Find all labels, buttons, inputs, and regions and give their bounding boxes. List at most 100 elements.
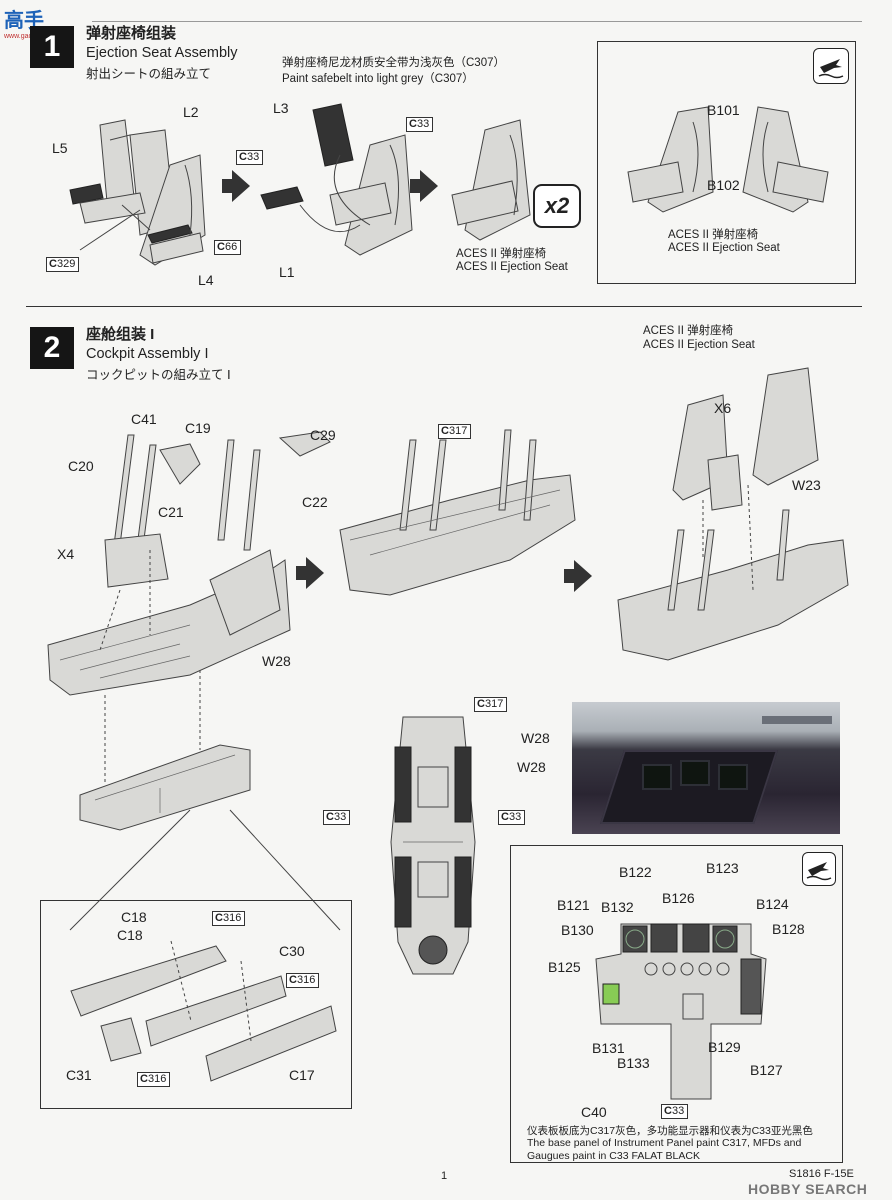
part-C21: C21 xyxy=(158,504,184,520)
step-2-title-cn: 座舱组装 I xyxy=(86,326,155,343)
step-2-title-jp: コックピットの組み立て Ⅰ xyxy=(86,368,231,382)
cockpit-exploded-drawing xyxy=(47,431,331,831)
step-1-title-cn: 弹射座椅组装 xyxy=(86,25,177,42)
cockpit-top-view-drawing xyxy=(390,716,476,975)
part-C20: C20 xyxy=(68,458,94,474)
color-c317-middle: C317 xyxy=(438,424,472,439)
seat-with-belts-drawing xyxy=(260,103,413,256)
panel-reference-icon xyxy=(802,852,836,886)
step-1-title: 弹射座椅组装 Ejection Seat Assembly 射出シートの組み立て xyxy=(86,22,238,82)
cockpit-reference-photo xyxy=(572,702,840,834)
color-c329: C329 xyxy=(46,257,80,272)
part-C17: C17 xyxy=(289,1067,315,1083)
seat-reference-inset: B101 B102 ACES II 弹射座椅 ACES II Ejection … xyxy=(597,41,856,284)
panel-note-cn: 仪表板板底为C317灰色，多功能显示器和仪表为C33亚光黑色 xyxy=(527,1125,813,1137)
seat-exploded-drawing xyxy=(69,119,206,266)
inset-seat-en: ACES II Ejection Seat xyxy=(668,242,780,254)
color-c33-step1-left: C33 xyxy=(236,150,264,165)
result-seat-en: ACES II Ejection Seat xyxy=(456,261,568,273)
step-2-seat-en: ACES II Ejection Seat xyxy=(643,339,755,351)
cockpit-assembled-drawing xyxy=(339,429,576,596)
part-C41: C41 xyxy=(131,411,157,427)
hobby-search-watermark: HOBBY SEARCH xyxy=(748,1181,868,1197)
panel-note-en-2: Gaugues paint in C33 FALAT BLACK xyxy=(527,1150,700,1162)
part-B131: B131 xyxy=(592,1040,625,1056)
part-B101: B101 xyxy=(707,102,740,118)
part-B126: B126 xyxy=(662,890,695,906)
step-1-arrow-1 xyxy=(222,170,250,202)
completed-seat-drawing xyxy=(451,119,531,241)
page-number: 1 xyxy=(441,1170,448,1182)
part-L3: L3 xyxy=(273,100,289,116)
part-C18-upper: C18 xyxy=(121,909,147,925)
part-B102: B102 xyxy=(707,177,740,193)
jet-icon xyxy=(806,862,832,881)
part-L2: L2 xyxy=(183,104,199,120)
twin-seats-drawing xyxy=(627,106,829,213)
quantity-x2-badge: x2 xyxy=(533,184,581,228)
part-C29: C29 xyxy=(310,427,336,443)
safebelt-note-en: Paint safebelt into light grey（C307） xyxy=(282,73,474,85)
reference-icon xyxy=(813,48,849,84)
step-1-number: 1 xyxy=(30,26,74,68)
part-B122: B122 xyxy=(619,864,652,880)
zoom-callout-lines xyxy=(69,809,341,931)
part-C22: C22 xyxy=(302,494,328,510)
inset-seat-cn: ACES II 弹射座椅 xyxy=(668,229,759,241)
step-2-number: 2 xyxy=(30,327,74,369)
part-B121: B121 xyxy=(557,897,590,913)
part-B123: B123 xyxy=(706,860,739,876)
part-W23: W23 xyxy=(792,477,821,493)
step-2-seat-cn: ACES II 弹射座椅 xyxy=(643,325,734,337)
step-1-arrow-2 xyxy=(410,170,438,202)
step-1-title-en: Ejection Seat Assembly xyxy=(86,45,238,61)
part-B130: B130 xyxy=(561,922,594,938)
step-1-title-jp: 射出シートの組み立て xyxy=(86,67,212,81)
jet-icon xyxy=(818,59,844,79)
floor-parts-drawing xyxy=(70,940,337,1082)
instrument-panel-frame: B122 B123 B126 B121 B132 B124 B130 B128 … xyxy=(510,845,843,1163)
color-c33-panel: C33 xyxy=(661,1104,689,1119)
instrument-panel-drawing xyxy=(595,923,767,1100)
floor-detail-frame: C18 C18 C316 C30 C316 C31 C316 C17 xyxy=(40,900,352,1109)
section-divider xyxy=(26,306,862,307)
part-C40: C40 xyxy=(581,1104,607,1120)
part-C18-lower: C18 xyxy=(117,927,143,943)
step-2-title-en: Cockpit Assembly I xyxy=(86,346,209,362)
kit-code: S1816 F-15E xyxy=(789,1168,854,1180)
color-c316-top: C316 xyxy=(212,911,246,926)
part-X4: X4 xyxy=(57,546,75,562)
step-2-arrow-1 xyxy=(296,557,324,589)
panel-note-en-1: The base panel of Instrument Panel paint… xyxy=(527,1137,802,1149)
part-C31: C31 xyxy=(66,1067,92,1083)
step-2-arrow-2 xyxy=(564,560,592,592)
cockpit-with-seats-drawing xyxy=(617,367,849,661)
part-L4: L4 xyxy=(198,272,214,288)
part-L1: L1 xyxy=(279,264,295,280)
part-B127: B127 xyxy=(750,1062,783,1078)
color-c66: C66 xyxy=(214,240,242,255)
part-B132: B132 xyxy=(601,899,634,915)
part-L5: L5 xyxy=(52,140,68,156)
part-X6: X6 xyxy=(714,400,732,416)
part-B125: B125 xyxy=(548,959,581,975)
part-W28-upper: W28 xyxy=(521,730,550,746)
part-B133: B133 xyxy=(617,1055,650,1071)
step-2-title: 座舱组装 I Cockpit Assembly I コックピットの組み立て Ⅰ xyxy=(86,323,231,383)
color-c316-right: C316 xyxy=(286,973,320,988)
result-seat-cn: ACES II 弹射座椅 xyxy=(456,248,547,260)
part-C30: C30 xyxy=(279,943,305,959)
part-B129: B129 xyxy=(708,1039,741,1055)
safebelt-note-cn: 弹射座椅尼龙材质安全带为浅灰色（C307） xyxy=(282,57,505,69)
seat-parts-illustration xyxy=(69,103,531,266)
color-c317-top: C317 xyxy=(474,697,508,712)
part-B124: B124 xyxy=(756,896,789,912)
color-c33-top-left: C33 xyxy=(323,810,351,825)
part-W28-lower: W28 xyxy=(517,759,546,775)
color-c33-step1-right: C33 xyxy=(406,117,434,132)
page-top-rule xyxy=(92,21,862,22)
part-C19: C19 xyxy=(185,420,211,436)
color-c33-top-right: C33 xyxy=(498,810,526,825)
part-W28: W28 xyxy=(262,653,291,669)
color-c316-bottom: C316 xyxy=(137,1072,171,1087)
